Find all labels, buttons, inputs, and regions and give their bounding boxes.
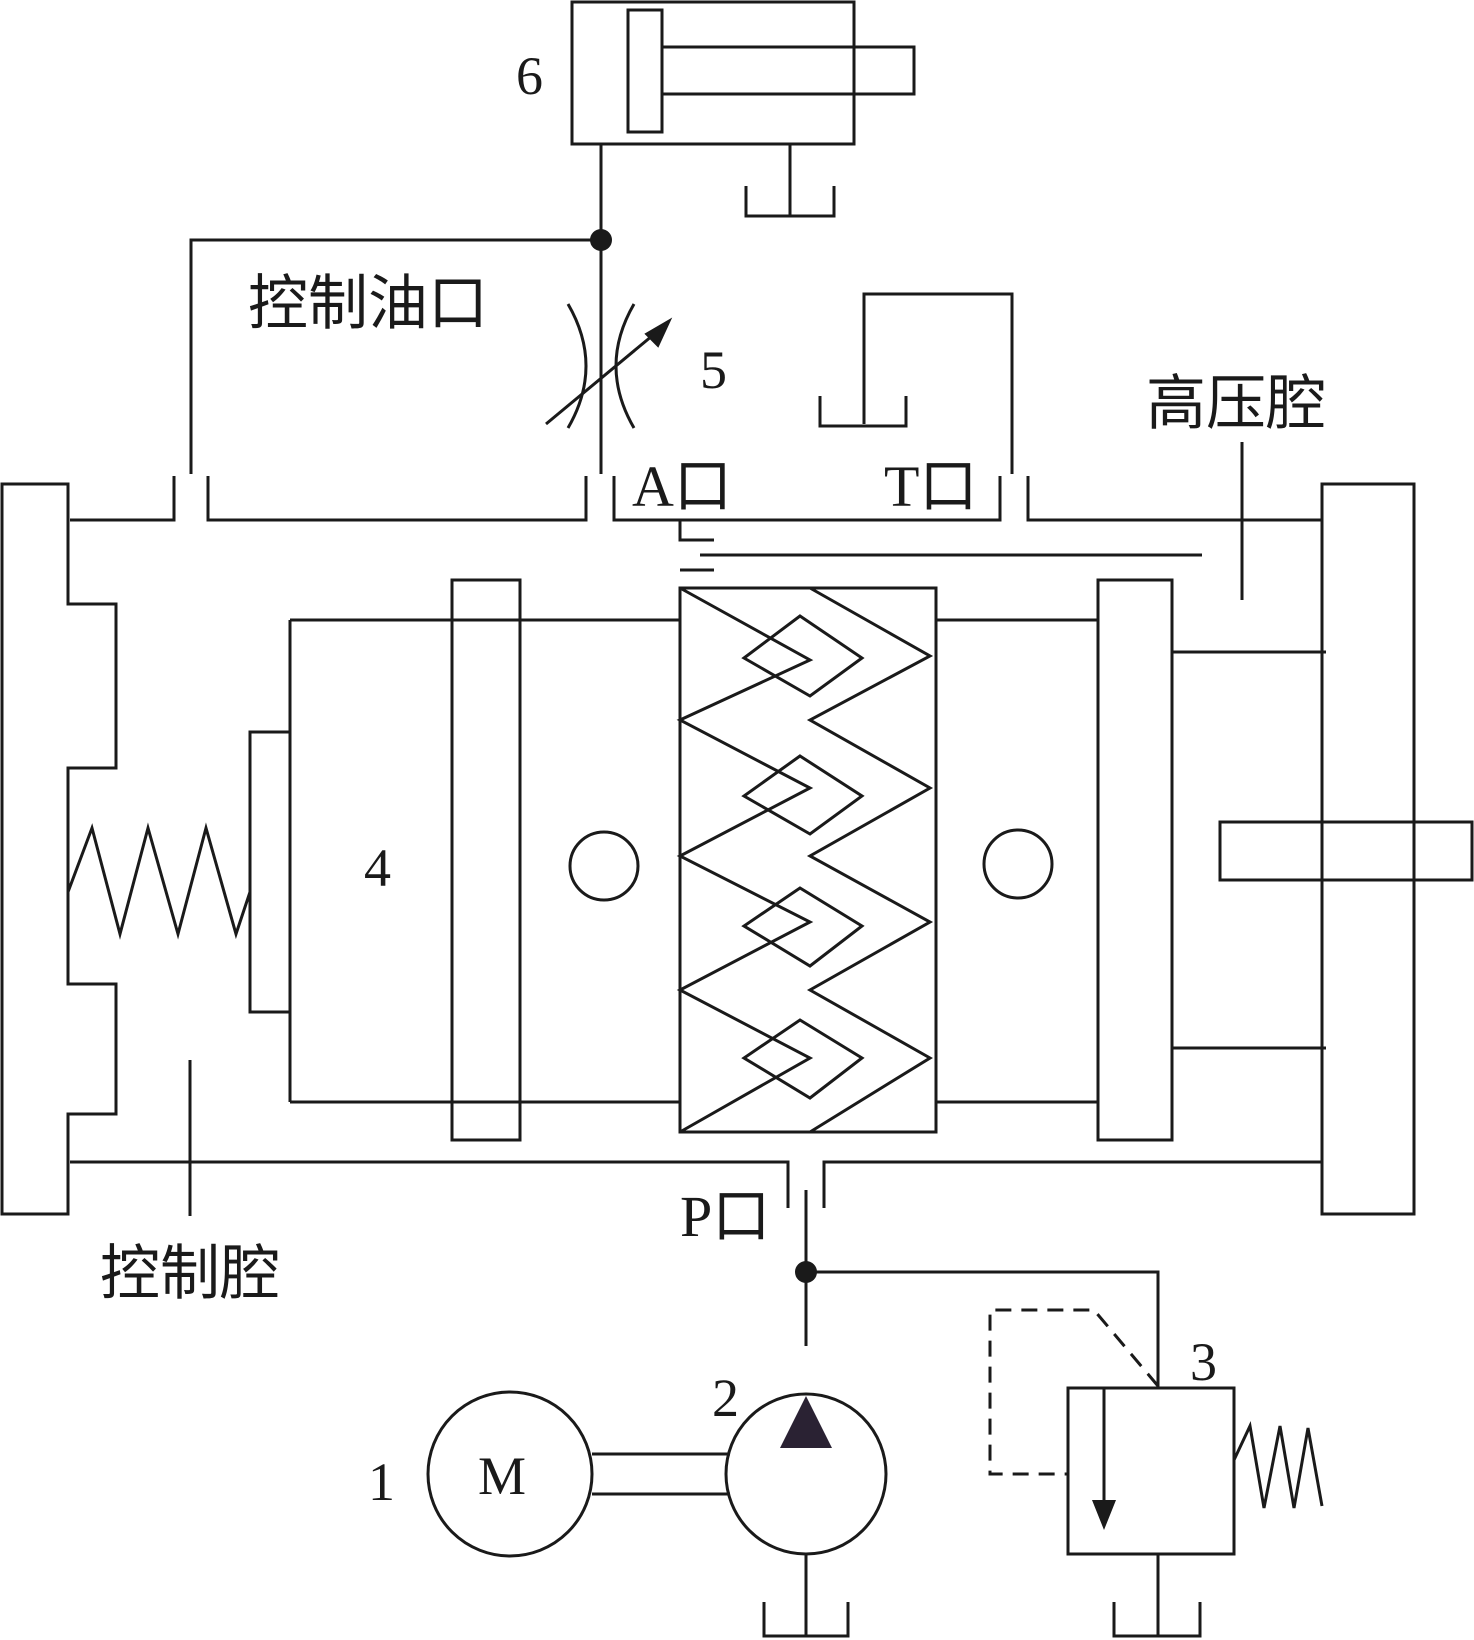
hydraulic-cylinder <box>570 0 916 218</box>
spool-hole-right <box>982 828 1054 900</box>
pump-direction-arrow <box>780 1396 832 1448</box>
spool-right-body <box>936 618 1098 1104</box>
valve-top-wall-mid <box>206 476 588 522</box>
spool-land-right <box>1096 578 1174 1142</box>
throttle-arc-left <box>566 303 588 429</box>
label-control-oil-port: 控制油口 <box>248 271 488 337</box>
diamond-1 <box>741 614 865 698</box>
label-high-pressure-chamber: 高压腔 <box>1146 371 1326 437</box>
label-port-t: T口 <box>884 454 977 519</box>
valve-bottom-wall-right <box>822 1160 1322 1208</box>
diamond-3 <box>741 886 865 968</box>
label-component-2: 2 <box>712 1368 739 1428</box>
valve-top-wall-right <box>1026 476 1322 522</box>
pump-tank-symbol <box>762 1554 850 1638</box>
relief-valve-body <box>1066 1386 1236 1556</box>
label-component-5: 5 <box>700 340 727 400</box>
valve-spring-left <box>66 822 252 940</box>
relief-valve-tank-symbol <box>1112 1554 1202 1638</box>
cylinder-piston <box>626 8 664 134</box>
line-to-relief-valve <box>806 1270 1160 1388</box>
label-motor-m: M <box>478 1446 526 1506</box>
label-port-a: A口 <box>632 454 732 519</box>
right-chamber-lines <box>1172 650 1326 1050</box>
throttle-arc-right <box>614 303 636 429</box>
line-control-oil <box>189 238 601 474</box>
valve-spool <box>288 578 1174 1142</box>
spool-center-block <box>678 586 938 1134</box>
label-component-6: 6 <box>516 46 543 106</box>
tank-symbol-t <box>818 396 908 428</box>
cylinder-barrel <box>570 0 856 146</box>
spool-hole-left <box>568 830 640 902</box>
zigzag-right <box>806 586 934 1134</box>
relief-valve-pilot-line <box>988 1308 1160 1476</box>
diamond-2 <box>741 754 865 836</box>
label-component-4: 4 <box>364 838 391 898</box>
valve-top-wall-left <box>70 476 176 522</box>
throttle-arrow-head <box>644 317 673 348</box>
spring-seat <box>248 730 292 1014</box>
label-port-p: P口 <box>680 1184 770 1249</box>
cylinder-tank-symbol <box>744 144 836 218</box>
throttle-adjust-arrow-line <box>545 324 665 426</box>
label-component-1: 1 <box>368 1452 395 1512</box>
motor-pump-shaft <box>592 1452 730 1496</box>
line-port-t-to-tank <box>862 292 1014 474</box>
throttle-valve <box>545 303 673 429</box>
valve-bottom-wall-left <box>70 1160 790 1208</box>
internal-channel-a1 <box>678 520 714 542</box>
relief-valve-spring <box>1232 1421 1324 1509</box>
relief-valve-flow-arrow <box>1092 1500 1116 1530</box>
valve-right-end-cap <box>1320 482 1416 1216</box>
zigzag-left <box>676 586 814 1134</box>
electric-motor <box>426 1390 594 1558</box>
cylinder-rod <box>660 45 916 96</box>
spool-land-left <box>450 578 522 1142</box>
right-end-rod <box>1218 820 1474 882</box>
label-control-chamber: 控制腔 <box>100 1241 280 1307</box>
label-component-3: 3 <box>1190 1332 1217 1392</box>
diamond-4 <box>741 1018 865 1100</box>
spool-left-body <box>288 618 680 1104</box>
valve-top-wall-right-mid <box>612 476 1002 522</box>
valve-left-end-cap <box>0 482 118 1216</box>
